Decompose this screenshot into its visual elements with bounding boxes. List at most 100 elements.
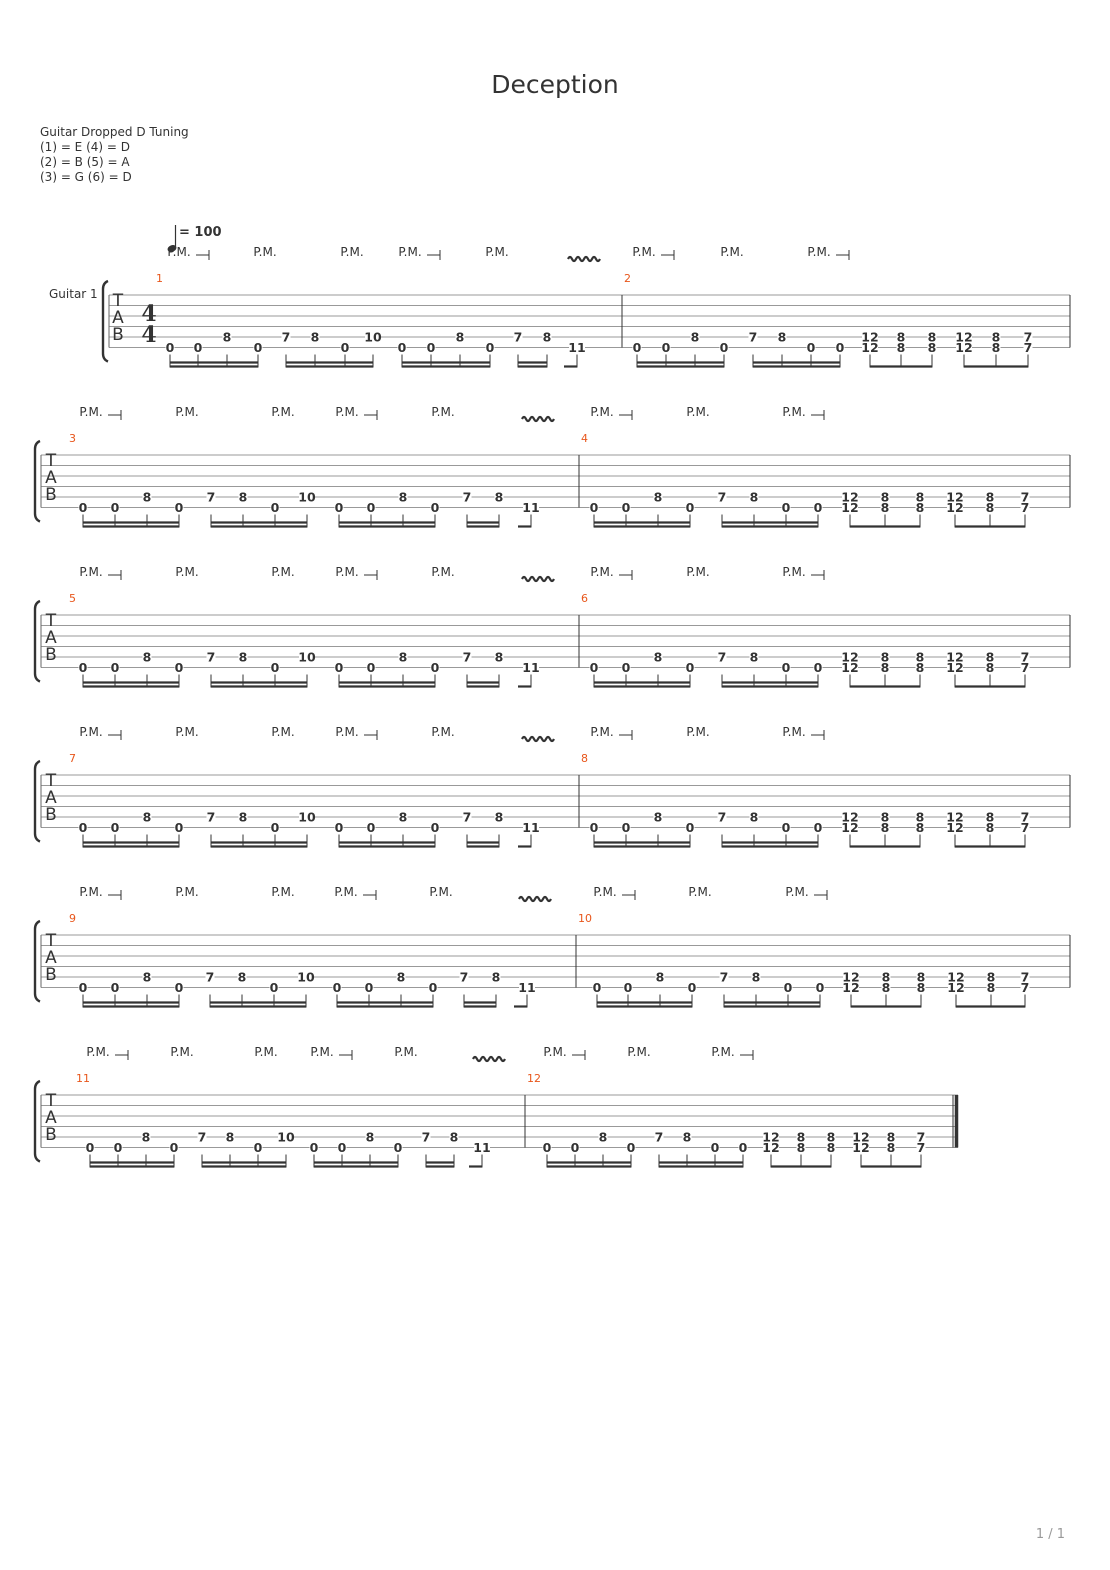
fret-mask xyxy=(110,501,120,513)
fret-mask xyxy=(862,341,878,353)
fret-number: 7 xyxy=(1021,660,1030,675)
tuning-name: Guitar Dropped D Tuning xyxy=(40,125,189,139)
fret-mask xyxy=(428,981,438,993)
fret-mask xyxy=(589,501,599,513)
fret-mask xyxy=(813,821,823,833)
fret-mask xyxy=(947,491,963,502)
palm-mute-label: P.M. xyxy=(782,725,805,739)
fret-mask xyxy=(589,821,599,833)
fret-mask xyxy=(985,821,995,833)
fret-number: 11 xyxy=(568,340,585,355)
fret-number: 8 xyxy=(916,650,925,665)
fret-number: 0 xyxy=(686,500,695,515)
fret-number: 8 xyxy=(827,1140,836,1155)
fret-number: 7 xyxy=(655,1130,664,1145)
fret-number: 0 xyxy=(622,820,631,835)
fret-number: 10 xyxy=(364,330,382,345)
tab-clef-letter: A xyxy=(45,948,57,968)
fret-mask xyxy=(813,661,823,673)
tab-clef-letter: A xyxy=(45,788,57,808)
fret-mask xyxy=(916,1141,926,1153)
fret-mask xyxy=(485,341,495,353)
fret-mask xyxy=(717,491,727,502)
palm-mute-label: P.M. xyxy=(632,245,655,259)
fret-mask xyxy=(206,651,216,662)
fret-mask xyxy=(916,971,926,982)
fret-mask xyxy=(796,1131,806,1142)
palm-mute-label: P.M. xyxy=(175,405,198,419)
fret-number: 0 xyxy=(431,660,440,675)
fret-mask xyxy=(880,821,890,833)
fret-number: 8 xyxy=(143,970,152,985)
fret-number: 12 xyxy=(852,1140,869,1155)
fret-number: 0 xyxy=(814,820,823,835)
fret-number: 0 xyxy=(194,340,203,355)
fret-mask xyxy=(523,661,539,673)
fret-mask xyxy=(142,811,152,822)
fret-mask xyxy=(826,1131,836,1142)
fret-mask xyxy=(142,491,152,502)
fret-mask xyxy=(717,651,727,662)
palm-mute-label: P.M. xyxy=(86,1045,109,1059)
fret-number: 8 xyxy=(987,970,996,985)
fret-mask xyxy=(462,811,472,822)
fret-number: 8 xyxy=(797,1140,806,1155)
fret-number: 8 xyxy=(882,980,891,995)
fret-number: 8 xyxy=(238,970,247,985)
fret-number: 12 xyxy=(762,1130,779,1145)
palm-mute-label: P.M. xyxy=(254,1045,277,1059)
fret-mask xyxy=(222,331,232,342)
vibrato-icon xyxy=(521,415,555,423)
fret-mask xyxy=(110,821,120,833)
fret-mask xyxy=(78,821,88,833)
fret-mask xyxy=(690,331,700,342)
fret-number: 8 xyxy=(543,330,552,345)
fret-mask xyxy=(991,341,1001,353)
fret-number: 8 xyxy=(778,330,787,345)
fret-number: 0 xyxy=(335,660,344,675)
fret-number: 12 xyxy=(955,340,972,355)
fret-number: 0 xyxy=(688,980,697,995)
fret-number: 7 xyxy=(749,330,758,345)
bar-number: 10 xyxy=(578,912,592,925)
fret-mask xyxy=(685,821,695,833)
fret-number: 8 xyxy=(654,490,663,505)
fret-number: 7 xyxy=(1021,980,1030,995)
fret-number: 8 xyxy=(239,810,248,825)
system-bracket xyxy=(33,759,41,843)
fret-number: 0 xyxy=(782,660,791,675)
bar-number: 12 xyxy=(527,1072,541,1085)
fret-mask xyxy=(366,661,376,673)
vibrato-icon xyxy=(472,1055,506,1063)
fret-number: 8 xyxy=(928,340,937,355)
fret-mask xyxy=(880,651,890,662)
fret-number: 0 xyxy=(720,340,729,355)
fret-number: 7 xyxy=(1021,970,1030,985)
fret-number: 10 xyxy=(298,490,316,505)
palm-mute-label: P.M. xyxy=(310,1045,333,1059)
fret-mask xyxy=(653,811,663,822)
fret-number: 7 xyxy=(422,1130,431,1145)
palm-mute-label: P.M. xyxy=(590,725,613,739)
fret-number: 8 xyxy=(992,340,1001,355)
palm-mute-label: P.M. xyxy=(782,565,805,579)
fret-number: 0 xyxy=(111,500,120,515)
fret-mask xyxy=(915,651,925,662)
fret-number: 10 xyxy=(298,810,316,825)
fret-mask xyxy=(334,821,344,833)
fret-number: 0 xyxy=(79,500,88,515)
fret-mask xyxy=(717,811,727,822)
fret-number: 7 xyxy=(463,810,472,825)
fret-mask xyxy=(956,341,972,353)
fret-mask xyxy=(842,661,858,673)
fret-number: 0 xyxy=(338,1140,347,1155)
fret-mask xyxy=(205,971,215,982)
vibrato-icon xyxy=(521,575,555,583)
fret-mask xyxy=(78,501,88,513)
fret-number: 8 xyxy=(986,660,995,675)
palm-mute-label: P.M. xyxy=(688,885,711,899)
fret-number: 0 xyxy=(333,980,342,995)
fret-number: 7 xyxy=(1021,500,1030,515)
palm-mute-label: P.M. xyxy=(79,405,102,419)
fret-number: 7 xyxy=(198,1130,207,1145)
